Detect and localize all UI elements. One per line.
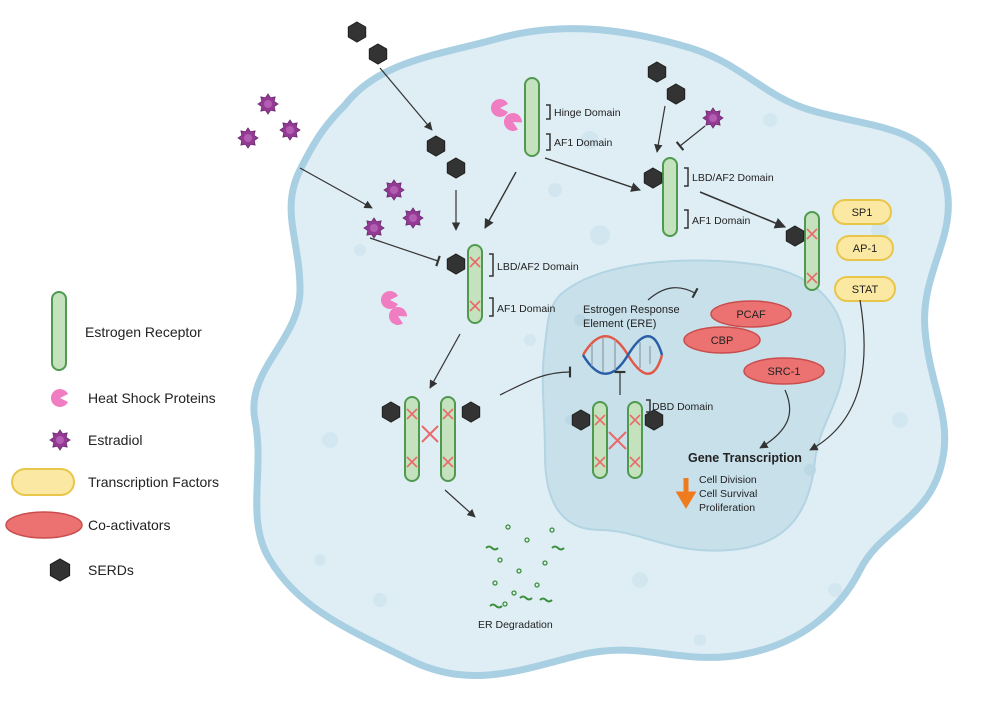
gene-transcription: Gene Transcription Cell Division Cell Su… <box>675 451 802 514</box>
nucleus <box>541 259 847 552</box>
serd-molecule <box>347 21 367 43</box>
legend: Estrogen Receptor Heat Shock Proteins Es… <box>5 291 219 582</box>
estradiol-molecule <box>363 217 385 239</box>
coactivator-label: PCAF <box>736 309 766 321</box>
estrogen-response-element: Estrogen Response Element (ERE) <box>581 304 680 375</box>
er-degradation: ER Degradation <box>478 524 565 631</box>
coactivator-pcaf <box>710 300 792 328</box>
coactivator-label: CBP <box>711 335 734 347</box>
down-arrow-icon <box>675 478 697 509</box>
tf-label: SP1 <box>852 207 873 219</box>
legend-estradiol: Estradiol <box>88 432 142 448</box>
effect-cell-division: Cell Division <box>699 474 757 486</box>
receptor-dimer-cytoplasm <box>381 396 481 482</box>
serd-molecule <box>446 157 466 179</box>
ere-label-line2: Element (ERE) <box>583 318 656 330</box>
estradiol-molecule <box>279 119 301 141</box>
label-lbd-af2-domain: LBD/AF2 Domain <box>497 261 579 273</box>
estradiol-molecule <box>237 127 259 149</box>
serd-molecule <box>666 83 686 105</box>
tf-sp1 <box>832 199 892 225</box>
gene-transcription-title: Gene Transcription <box>688 451 802 465</box>
pathway-arrows <box>299 67 865 518</box>
label-hinge-domain: Hinge Domain <box>554 107 621 119</box>
tf-ap1 <box>836 235 894 261</box>
legend-transcription-factors: Transcription Factors <box>88 474 219 490</box>
label-af1-domain: AF1 Domain <box>554 137 613 149</box>
co-activators: PCAF CBP SRC-1 <box>683 300 825 385</box>
transcription-factors: SP1 AP-1 STAT <box>832 199 896 302</box>
tf-stat <box>834 276 896 302</box>
legend-receptor-icon <box>51 291 67 371</box>
serd-molecule <box>647 61 667 83</box>
legend-hsp-icon <box>50 389 68 407</box>
estradiol-molecule <box>257 93 279 115</box>
legend-coactivator-icon <box>5 511 83 539</box>
legend-serd-icon <box>49 558 71 582</box>
tf-label: STAT <box>852 284 879 296</box>
coactivator-label: SRC-1 <box>767 366 800 378</box>
legend-heat-shock-proteins: Heat Shock Proteins <box>88 390 216 406</box>
estrogen-receptor-bound-2 <box>785 211 820 291</box>
estradiol-molecule <box>702 107 724 129</box>
ere-label-line1: Estrogen Response <box>583 304 680 316</box>
receptor-dimer-nucleus: DBD Domain <box>571 399 713 479</box>
estrogen-receptor-bound-3: LBD/AF2 Domain AF1 Domain <box>446 244 579 324</box>
estrogen-receptor-bound-1: LBD/AF2 Domain AF1 Domain <box>643 157 774 237</box>
legend-tf-icon <box>11 468 75 496</box>
legend-serds: SERDs <box>88 562 134 578</box>
legend-estradiol-icon <box>49 429 71 451</box>
legend-co-activators: Co-activators <box>88 517 170 533</box>
tf-label: AP-1 <box>853 243 877 255</box>
estradiol-molecule <box>383 179 405 201</box>
effect-cell-survival: Cell Survival <box>699 488 757 500</box>
estrogen-receptor-free: Hinge Domain AF1 Domain <box>524 77 621 157</box>
label-af1-domain: AF1 Domain <box>692 215 751 227</box>
legend-estrogen-receptor: Estrogen Receptor <box>85 324 202 340</box>
label-dbd-domain: DBD Domain <box>652 401 713 413</box>
estradiol-molecule <box>402 207 424 229</box>
dna-helix-icon <box>581 335 664 375</box>
coactivator-cbp <box>683 326 761 354</box>
effect-proliferation: Proliferation <box>699 502 755 514</box>
label-af1-domain: AF1 Domain <box>497 303 556 315</box>
serd-molecule <box>368 43 388 65</box>
cytoplasm-vesicles <box>314 113 908 646</box>
serd-molecule <box>426 135 446 157</box>
er-degradation-label: ER Degradation <box>478 619 553 631</box>
coactivator-src1 <box>743 357 825 385</box>
label-lbd-af2-domain: LBD/AF2 Domain <box>692 172 774 184</box>
